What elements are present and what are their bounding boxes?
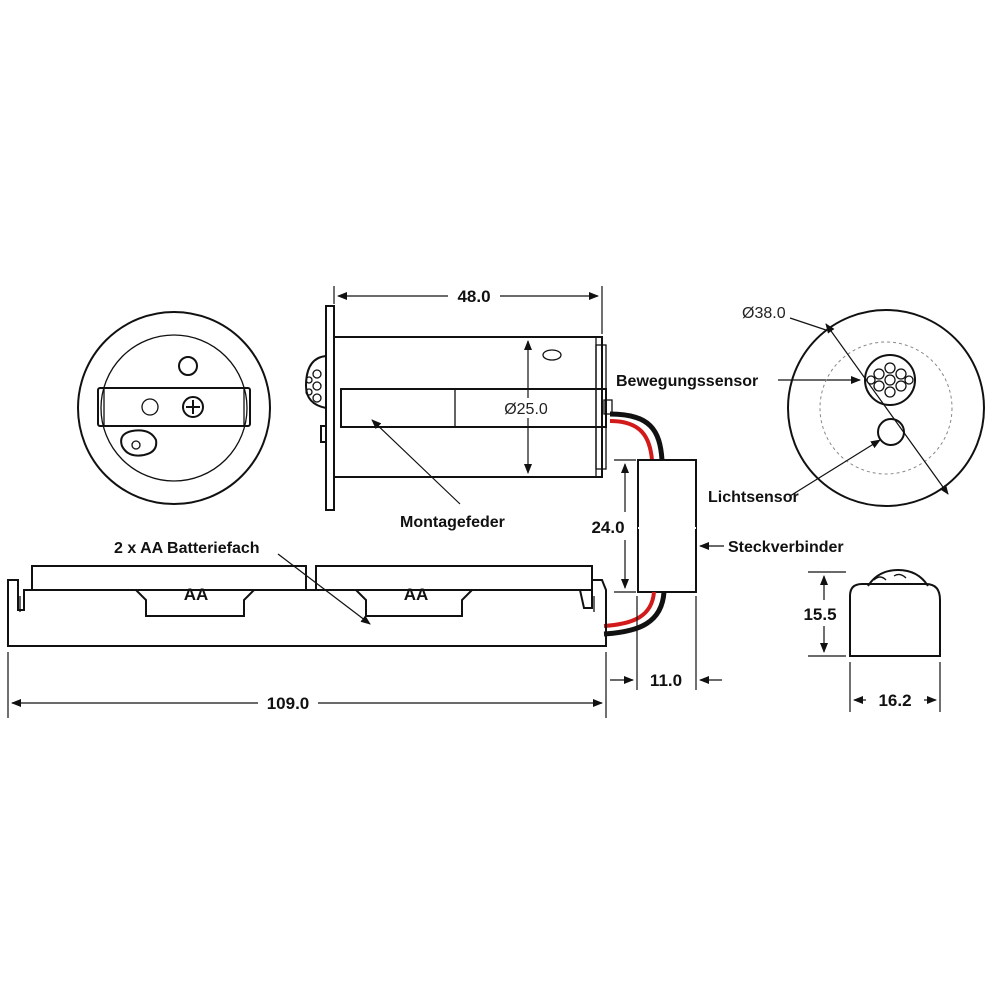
dim-109-label: 109.0 [267, 694, 310, 713]
battery-compartment: AA AA [7, 565, 607, 647]
light-sensor-icon [877, 418, 905, 446]
rear-view: Ø38.0 Lichtsensor [708, 305, 985, 507]
mounting-spring-label: Montagefeder [400, 514, 505, 531]
dimension-24: 24.0 [591, 459, 636, 593]
dimension-15-5: 15.5 [803, 571, 846, 657]
front-view-inner-ring [100, 334, 248, 482]
dim-38-line [825, 323, 949, 495]
dim-25-label: Ø25.0 [504, 401, 548, 418]
connector-upper-half [637, 459, 697, 529]
dimension-109: 109.0 [7, 652, 607, 718]
motion-sensor-label: Bewegungssensor [616, 373, 758, 390]
battery-compartment-label: 2 x AA Batteriefach [114, 540, 260, 557]
dimension-25: Ø25.0 [504, 340, 548, 474]
wire-black-upper [609, 411, 665, 461]
side-view-flange [325, 305, 335, 511]
front-view-small-hole [141, 398, 159, 416]
battery-housing [7, 579, 607, 647]
battery-left [31, 565, 307, 591]
dim-24-label: 24.0 [591, 518, 624, 537]
side-view-dome [304, 355, 327, 409]
connector [603, 459, 697, 637]
side-view-slot [542, 349, 562, 361]
side-view-cylinder [333, 336, 603, 478]
battery-right [315, 565, 593, 591]
motion-sensor-lens-icon [864, 354, 916, 406]
front-view-clip-bends [103, 388, 245, 426]
dimension-16-2: 16.2 [849, 662, 941, 712]
front-view-clip [97, 387, 251, 427]
screw-icon [182, 396, 204, 418]
battery-left-label: AA [184, 585, 209, 604]
dimension-11: 11.0 [610, 596, 722, 690]
dimension-48: 48.0 [333, 286, 603, 334]
front-view-upper-hole [178, 356, 198, 376]
battery-right-label: AA [404, 585, 429, 604]
front-view-oval-hole [120, 429, 158, 457]
connector-lower-half [637, 527, 697, 593]
mounting-spring [340, 388, 607, 428]
dim-11-label: 11.0 [650, 671, 682, 690]
sensor-side-dome [867, 568, 929, 587]
side-view [304, 305, 665, 511]
wire-red-lower [603, 591, 656, 628]
connector-callout: Steckverbinder [699, 539, 844, 556]
rear-view-outer-circle [787, 309, 985, 507]
dim-15-5-label: 15.5 [803, 605, 836, 624]
motion-sensor-callout: Bewegungssensor [616, 373, 861, 390]
side-view-light-sensor [320, 425, 327, 443]
dim-38-label: Ø38.0 [742, 305, 786, 322]
dim-16-2-label: 16.2 [878, 691, 911, 710]
sensor-side-body [849, 583, 941, 657]
dim-48-label: 48.0 [457, 287, 490, 306]
light-sensor-label: Lichtsensor [708, 489, 799, 506]
wire-black-lower [603, 591, 667, 637]
sensor-side-view [849, 568, 941, 657]
battery-compartment-callout: 2 x AA Batteriefach [114, 540, 371, 625]
wire-red-upper [609, 419, 654, 461]
connector-label: Steckverbinder [728, 539, 844, 556]
front-view [77, 311, 271, 505]
front-view-outer-ring [77, 311, 271, 505]
mounting-spring-callout: Montagefeder [371, 419, 505, 531]
